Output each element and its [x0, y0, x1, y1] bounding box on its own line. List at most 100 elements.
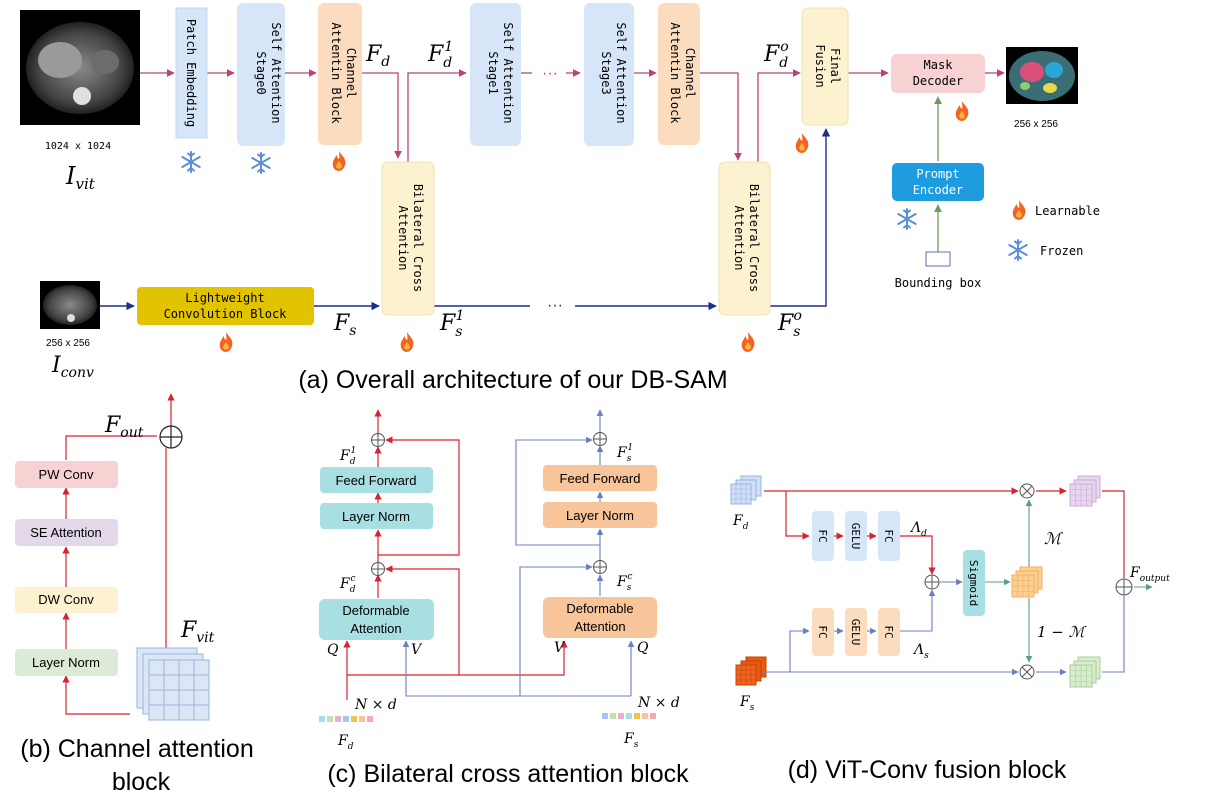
panel-b: PW Conv SE Attention DW Conv Layer Norm … [15, 393, 254, 796]
svg-text:Mask: Mask [924, 58, 954, 72]
svg-text:Patch Embedding: Patch Embedding [184, 19, 198, 127]
label-fd1: Fd1 [427, 39, 453, 71]
label-f-vit: Fvit [180, 618, 215, 646]
gelu-block-s: GELU [845, 608, 867, 656]
svg-text:Deformable: Deformable [566, 601, 633, 616]
snowflake-icon [181, 151, 201, 173]
svg-text:FC: FC [882, 625, 895, 638]
label-m: ℳ [1044, 529, 1064, 548]
svg-text:ChannelAttentin Block: ChannelAttentin Block [329, 22, 358, 124]
caption-b-line2: block [112, 768, 171, 796]
svg-text:FC: FC [882, 529, 895, 542]
arrow-skip-left-bottom [385, 565, 460, 675]
label-fdc: Fdc [339, 574, 356, 595]
deformable-attention-block-right: Deformable Attention [543, 597, 657, 638]
arrow-skip-right-top [515, 436, 600, 546]
legend-flame-icon [1012, 200, 1026, 220]
caption-c: (c) Bilateral cross attention block [327, 760, 689, 788]
svg-text:Layer Norm: Layer Norm [342, 509, 410, 524]
token-strip-right [602, 713, 656, 719]
se-attention-block: SE Attention [15, 519, 118, 546]
svg-text:Sigmoid: Sigmoid [967, 560, 980, 606]
dots-top: ··· [542, 65, 558, 82]
output-size: 256 x 256 [1014, 119, 1058, 130]
svg-text:FinalFusion: FinalFusion [813, 44, 842, 87]
legend-learnable: Learnable [1035, 204, 1100, 218]
label-f-output: Foutput [1129, 565, 1170, 584]
label-fdo: Fdo [763, 39, 789, 71]
input-vit-label: Ivit [65, 162, 96, 193]
svg-text:Bilateral CrossAttention: Bilateral CrossAttention [732, 184, 761, 292]
self-attention-stage1-block: Self AttentionStage1 [470, 3, 521, 146]
fd-feature-cube [730, 475, 762, 505]
label-lambda-s: Λs [912, 642, 929, 661]
flame-icon [332, 151, 346, 171]
label-fso: Fso [777, 308, 802, 340]
arrow-fc2s-to-sum [900, 589, 936, 632]
self-attention-stage3-block: Self AttentionStage3 [584, 3, 634, 146]
svg-text:DW Conv: DW Conv [38, 592, 94, 607]
snowflake-icon [897, 208, 917, 230]
label-fd-input: Fd [337, 733, 354, 752]
self-attention-stage0-block: Self AttentionStage0 [237, 3, 285, 146]
flame-icon [741, 332, 755, 352]
svg-text:Self AttentionStage0: Self AttentionStage0 [254, 22, 283, 123]
label-q-left: Q [327, 642, 339, 658]
arrow-pw-to-sum [65, 435, 157, 460]
mask-decoder-block: Mask Decoder [891, 54, 985, 93]
svg-text:Feed Forward: Feed Forward [560, 471, 641, 486]
arrow-skip-left-top [378, 436, 460, 556]
fc-block-s2: FC [878, 608, 900, 656]
panel-c: Feed Forward Layer Norm Deformable Atten… [319, 409, 689, 788]
label-one-minus-m: 1 − ℳ [1037, 623, 1087, 641]
lightweight-convolution-block: Lightweight Convolution Block [137, 287, 314, 325]
svg-text:GELU: GELU [849, 619, 862, 646]
arrow-bca2-to-fusion [757, 69, 801, 162]
svg-text:ChannelAttentin Block: ChannelAttentin Block [668, 22, 697, 124]
label-lambda-d: Λd [909, 520, 927, 539]
layer-norm-block: Layer Norm [15, 649, 118, 676]
flame-icon [795, 133, 809, 153]
label-fsc: Fsc [616, 572, 632, 593]
svg-text:GELU: GELU [849, 523, 862, 550]
ct-image-vit [20, 10, 140, 125]
deformable-attention-block-left: Deformable Attention [319, 599, 434, 640]
svg-text:Encoder: Encoder [913, 183, 964, 197]
dots-bottom: ··· [547, 297, 563, 314]
gelu-block-d: GELU [845, 511, 867, 561]
arrow-out-to-sum [1102, 490, 1125, 578]
bounding-box-icon [925, 251, 951, 267]
bilateral-cross-attention-block-1: Bilateral CrossAttention [381, 161, 435, 316]
mask-weight-cube [1011, 566, 1043, 598]
sum-icon-cross [160, 426, 182, 448]
channel-attention-block-2: ChannelAttentin Block [658, 3, 700, 145]
svg-text:FC: FC [816, 625, 829, 638]
svg-text:Lightweight: Lightweight [185, 291, 264, 305]
svg-text:Layer Norm: Layer Norm [566, 508, 634, 523]
svg-text:Self AttentionStage3: Self AttentionStage3 [599, 22, 628, 123]
label-fs-input: Fs [623, 731, 639, 750]
arrow-fs-to-fc [789, 627, 810, 672]
sigmoid-block: Sigmoid [963, 550, 985, 616]
panel-d: Fd Fs FC GELU [730, 475, 1170, 784]
fc-block-d2: FC [878, 511, 900, 561]
svg-text:Self AttentionStage1: Self AttentionStage1 [486, 22, 515, 123]
layer-norm-block-left: Layer Norm [320, 503, 433, 529]
label-f-out: Fout [104, 413, 144, 441]
feed-forward-block-right: Feed Forward [543, 465, 657, 491]
caption-b-line1: (b) Channel attention [20, 735, 253, 763]
token-strip-left [319, 716, 373, 722]
label-fd-d: Fd [732, 513, 749, 532]
svg-text:SE Attention: SE Attention [30, 525, 102, 540]
weighted-fd-cube [1069, 475, 1101, 507]
arrow-ca2-to-bca2 [700, 72, 742, 161]
input-conv-size: 256 x 256 [46, 338, 90, 349]
input-conv-label: Iconv [51, 353, 94, 381]
svg-text:Attention: Attention [350, 621, 401, 636]
arrow-skip-right-bottom [519, 563, 593, 696]
arrow-fd-to-v-right [347, 640, 568, 676]
snowflake-icon [251, 152, 271, 174]
legend-frozen: Frozen [1040, 244, 1083, 258]
legend-snowflake-icon [1008, 239, 1028, 261]
label-n-d-right: N × d [637, 695, 680, 711]
